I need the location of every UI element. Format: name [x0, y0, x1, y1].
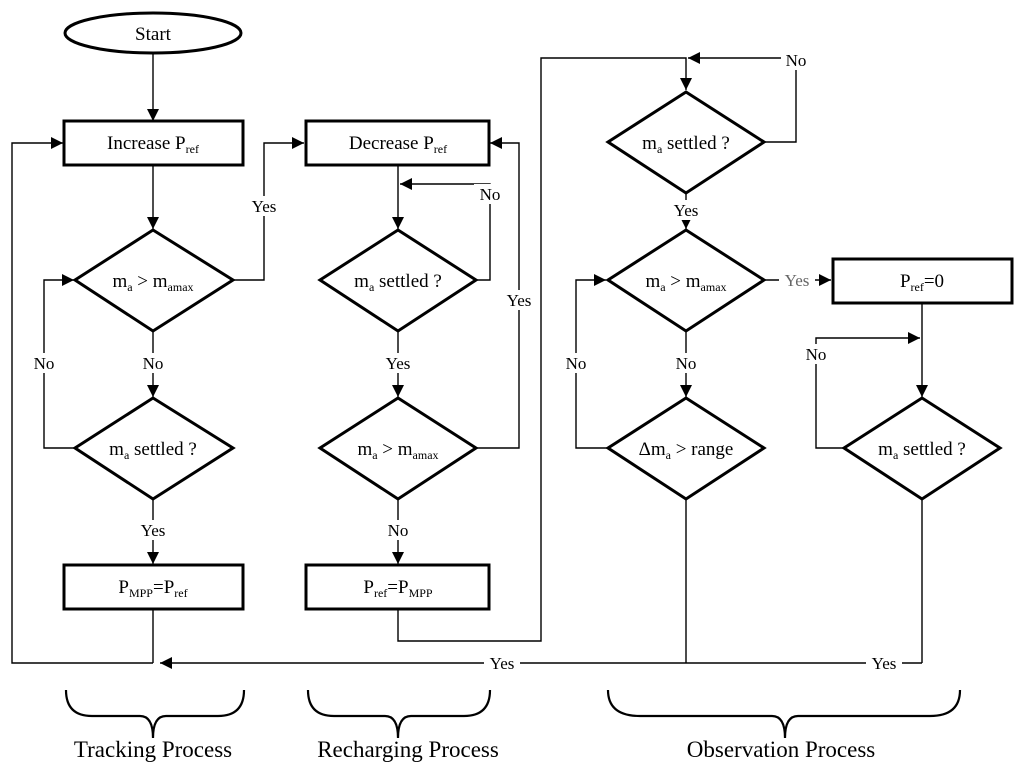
decision-diamond — [317, 228, 479, 333]
decrease-pref-label: Decrease Pref — [349, 133, 447, 156]
decision-diamond — [72, 396, 236, 501]
decision-recharging-compare: ma > mamax — [317, 396, 479, 501]
decision-diamond — [72, 228, 236, 333]
decision-tracking-compare: ma > mamax — [72, 228, 236, 333]
pref-zero-box — [831, 257, 1014, 305]
decision-recharging-settled: ma settled ? — [317, 228, 479, 333]
label-mask — [779, 270, 815, 290]
decision-observation-compare: ma > mamax — [605, 228, 767, 333]
label-mask — [668, 200, 704, 220]
edge-label-yes: Yes — [872, 654, 897, 673]
label-mask — [246, 196, 282, 216]
decision-label: ma settled ? — [354, 271, 442, 294]
arrow-settled-no-loop-r — [400, 178, 491, 281]
brace-tracking — [64, 689, 246, 739]
decision-label: ma settled ? — [109, 439, 197, 462]
edge-label-yes: Yes — [674, 201, 699, 220]
edge-label-no: No — [480, 185, 501, 204]
section-labels: Tracking Process Recharging Process Obse… — [74, 737, 875, 762]
node-start: Start — [63, 11, 243, 55]
edge-label-no: No — [786, 51, 807, 70]
label-mask — [29, 353, 59, 373]
label-mask — [501, 290, 537, 310]
section-label-tracking: Tracking Process — [74, 737, 232, 762]
decision-diamond — [317, 396, 479, 501]
edge-label-no: No — [143, 354, 164, 373]
edge-label-yes: Yes — [386, 354, 411, 373]
edge-label-yes: Yes — [490, 654, 515, 673]
brace-observation — [606, 689, 962, 739]
label-mask — [781, 50, 811, 70]
edge-label-no: No — [388, 521, 409, 540]
node-pmpp-equals-pref: PMPP=Pref — [62, 563, 245, 611]
pmpp-label: PMPP=Pref — [118, 577, 187, 600]
decision-diamond — [841, 396, 1003, 501]
start-label: Start — [135, 24, 172, 45]
decision-observation-settled-2: ma settled ? — [841, 396, 1003, 501]
node-increase-pref: Increase Pref — [62, 119, 245, 167]
edge-label-yes: Yes — [141, 521, 166, 540]
label-mask — [138, 353, 168, 373]
increase-pref-label: Increase Pref — [107, 133, 199, 156]
edge-labels: Yes No No Yes No Yes Yes No No Yes Yes N… — [29, 50, 902, 673]
node-pref-equals-pmpp: Pref=PMPP — [304, 563, 491, 611]
brace-recharging — [306, 689, 492, 739]
section-braces — [64, 689, 962, 739]
node-decrease-pref: Decrease Pref — [304, 119, 491, 167]
decision-observation-range: Δma > range — [605, 396, 767, 501]
edge-label-no: No — [566, 354, 587, 373]
label-mask — [561, 353, 591, 373]
decision-diamond — [605, 228, 767, 333]
node-pref-equals-zero: Pref=0 — [831, 257, 1014, 305]
label-mask — [671, 353, 701, 373]
decision-label: Δma > range — [639, 439, 734, 462]
label-mask — [801, 344, 831, 364]
decision-tracking-settled: ma settled ? — [72, 396, 236, 501]
label-mask — [135, 520, 171, 540]
edge-label-no: No — [806, 345, 827, 364]
increase-pref-box — [62, 119, 245, 167]
arrow-settled2-no-loop — [815, 332, 920, 449]
arrow-settled-no-loop-o — [688, 52, 797, 143]
edge-label-yes: Yes — [785, 271, 810, 290]
decision-label: ma settled ? — [642, 133, 730, 156]
section-label-recharging: Recharging Process — [317, 737, 499, 762]
label-mask — [866, 653, 902, 673]
start-terminal — [63, 11, 243, 55]
pref-zero-label: Pref=0 — [900, 271, 944, 294]
arrow-pref-to-observation — [397, 57, 692, 642]
label-mask — [484, 653, 520, 673]
arrow-return-to-increase — [11, 137, 153, 664]
decision-diamond — [605, 396, 767, 501]
pref-label: Pref=PMPP — [363, 577, 433, 600]
pref-box — [304, 563, 491, 611]
decision-label: ma > mamax — [357, 439, 438, 462]
edge-label-no: No — [34, 354, 55, 373]
decision-observation-settled: ma settled ? — [605, 90, 767, 195]
edge-label-no: No — [676, 354, 697, 373]
label-mask — [383, 520, 413, 540]
edge-label-yes: Yes — [252, 197, 277, 216]
edge-label-yes: Yes — [507, 291, 532, 310]
label-mask — [474, 184, 504, 204]
decision-diamond — [605, 90, 767, 195]
decision-label: ma > mamax — [112, 271, 193, 294]
decrease-pref-box — [304, 119, 491, 167]
section-label-observation: Observation Process — [687, 737, 875, 762]
decision-label: ma > mamax — [645, 271, 726, 294]
decision-label: ma settled ? — [878, 439, 966, 462]
label-mask — [380, 353, 416, 373]
pmpp-box — [62, 563, 245, 611]
